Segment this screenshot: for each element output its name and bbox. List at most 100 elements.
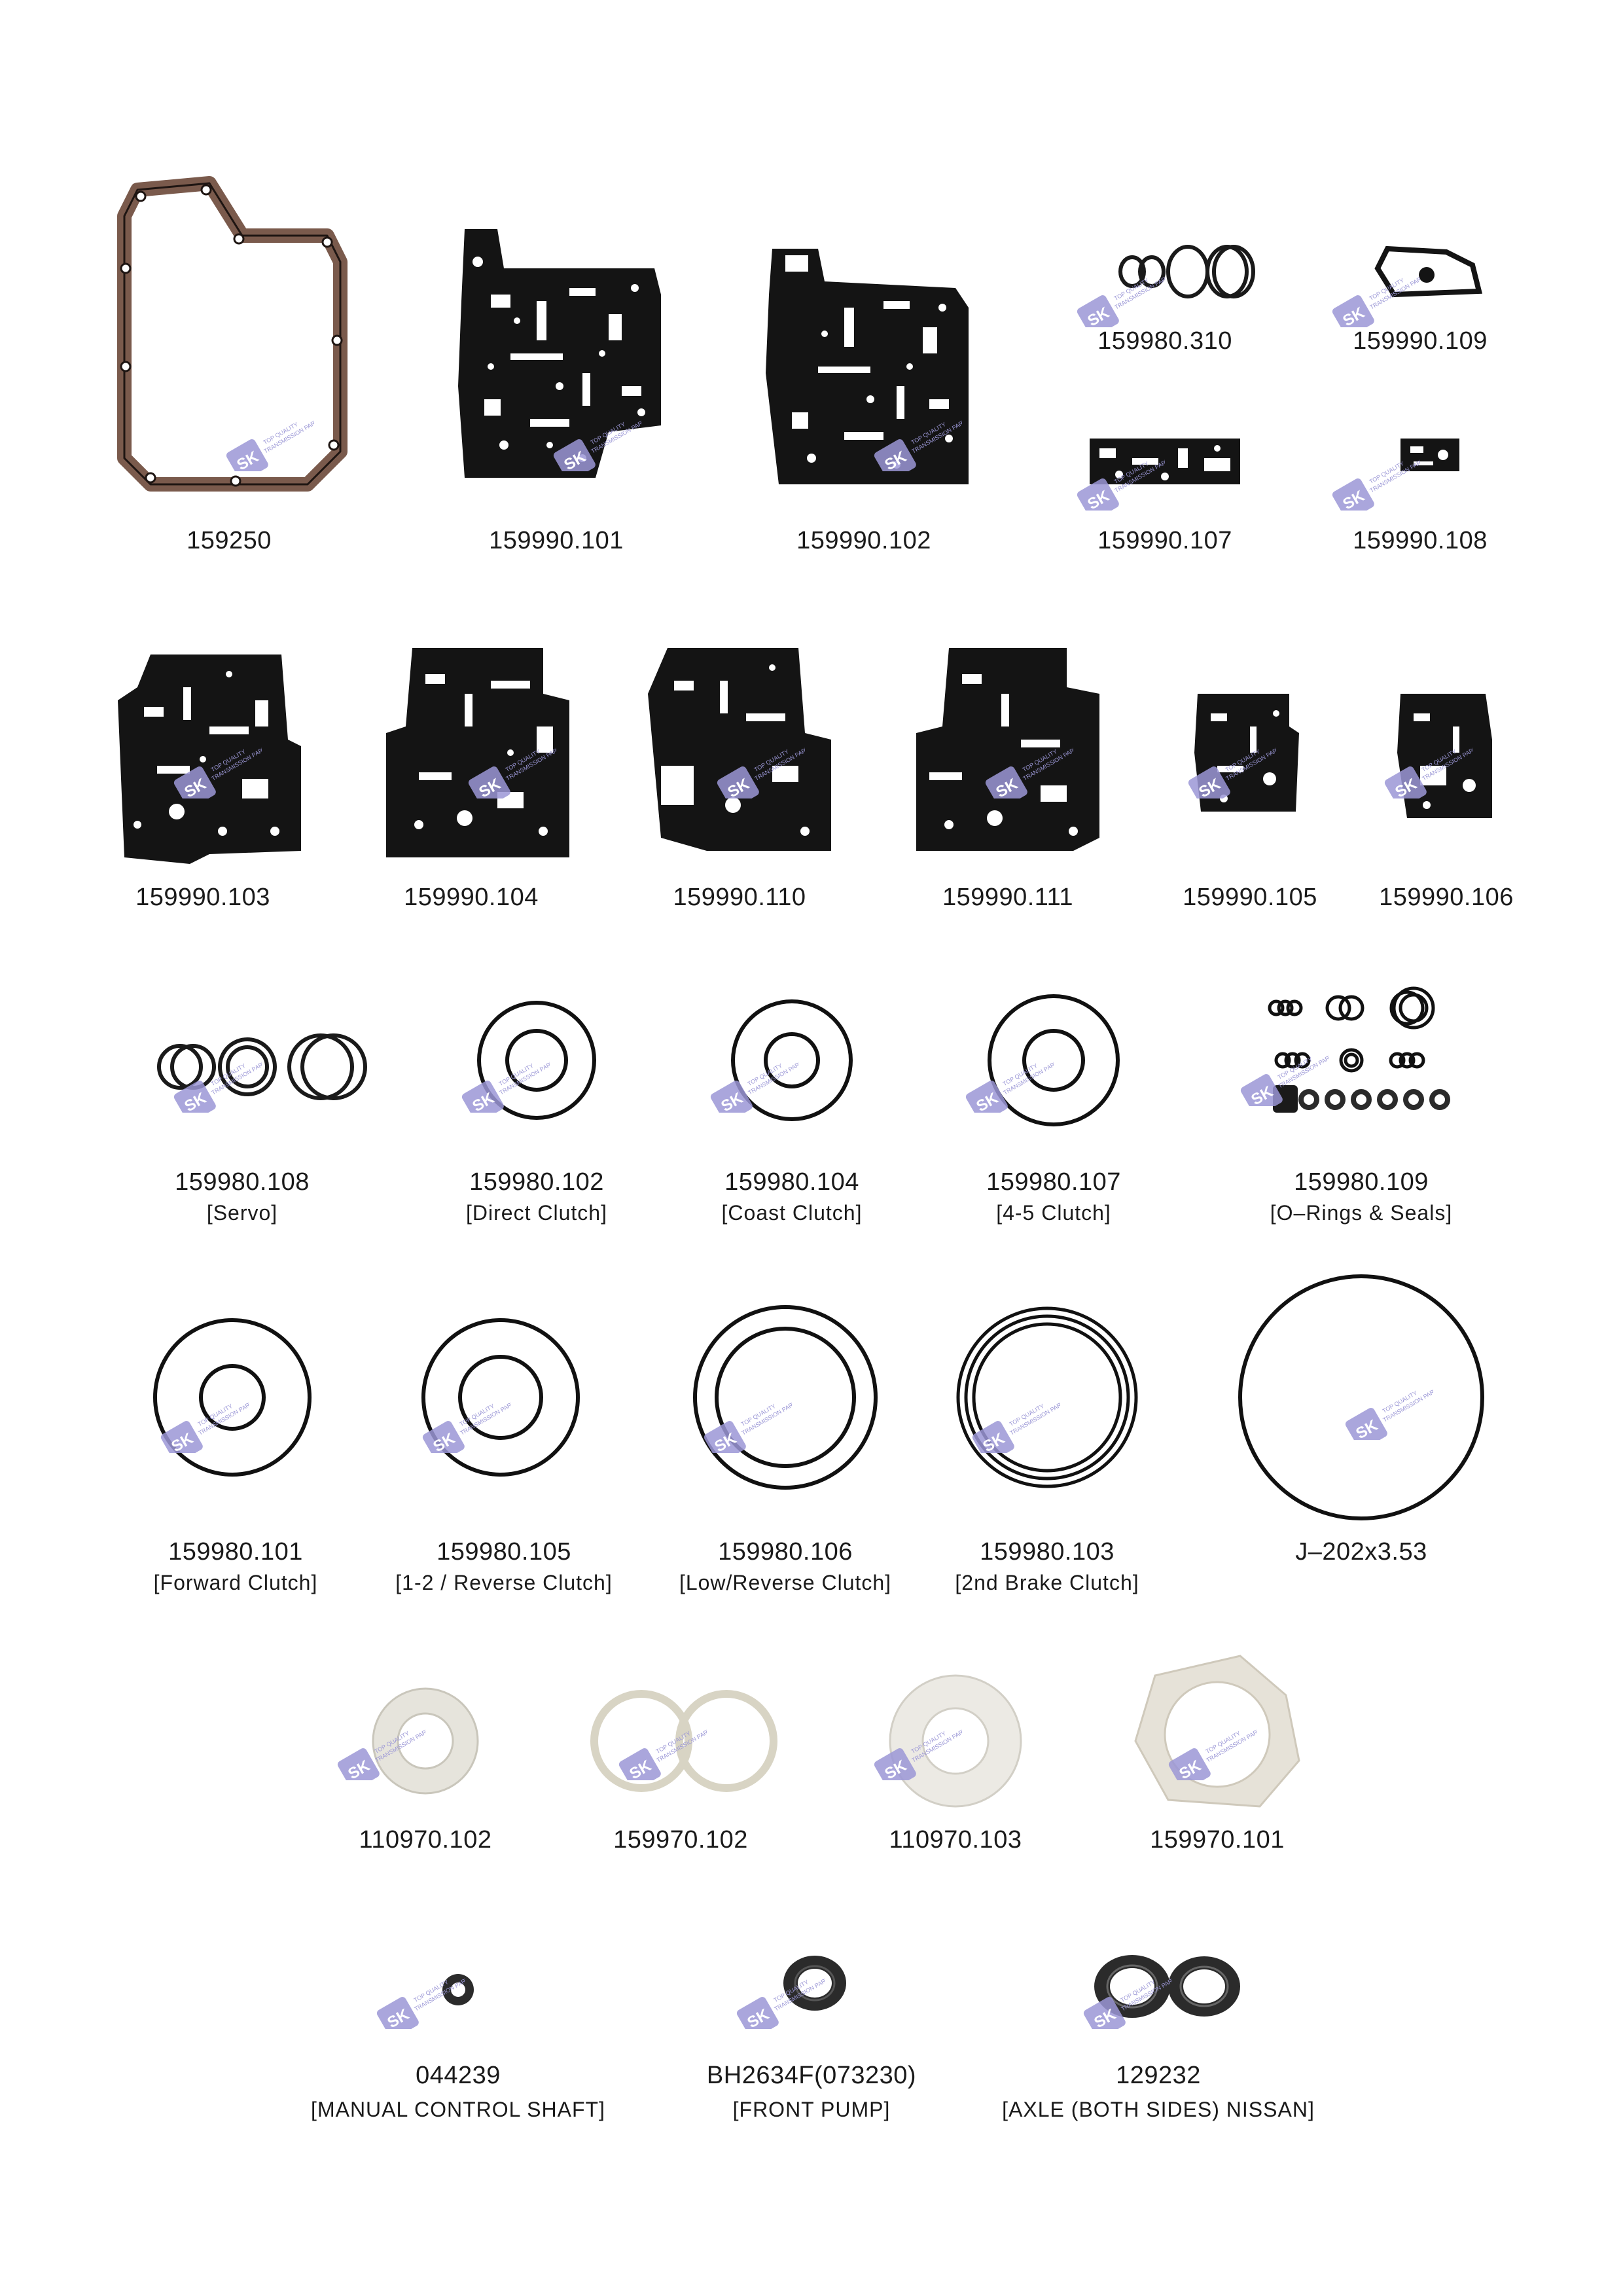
part-code: BH2634F(073230)	[706, 2062, 917, 2089]
o-ring-set-image	[1263, 986, 1459, 1139]
part-description: [MANUAL CONTROL SHAFT]	[311, 2098, 605, 2121]
part-code: 159980.109	[1294, 1168, 1429, 1196]
part-description: [Coast Clutch]	[721, 1201, 863, 1225]
part-159980-310: 159980.310	[1067, 216, 1263, 373]
small-plate-gasket-icon	[1194, 694, 1299, 812]
valve-body-gasket-image	[452, 223, 661, 478]
part-code: 159970.102	[613, 1826, 748, 1854]
part-159980-102: 159980.102 [Direct Clutch]	[432, 982, 641, 1244]
separator-plate-gasket-icon	[118, 655, 301, 864]
part-code: 110970.103	[889, 1826, 1022, 1854]
part-code: 159980.108	[175, 1168, 310, 1196]
thrust-washer-image	[1129, 1649, 1306, 1813]
part-code: 159980.310	[1097, 327, 1232, 355]
part-description: [O–Rings & Seals]	[1270, 1201, 1453, 1225]
part-code: 129232	[1116, 2062, 1201, 2089]
separator-plate-gasket-image	[380, 641, 576, 864]
part-code: 159990.110	[673, 884, 806, 911]
piston-seals-image	[985, 992, 1122, 1129]
separator-plate-gasket-image	[910, 641, 1106, 857]
part-code: 159980.102	[469, 1168, 604, 1196]
oil-seal-image	[438, 1970, 478, 2009]
part-description: [Low/Reverse Clutch]	[679, 1571, 892, 1594]
part-code: 159250	[187, 527, 272, 554]
oil-seals-image	[1086, 1950, 1250, 2022]
part-code: 159980.104	[724, 1168, 859, 1196]
part-159990-108: 159990.108	[1322, 406, 1518, 569]
part-code: 159990.101	[489, 527, 624, 554]
part-159990-109: 159990.109	[1322, 216, 1518, 373]
strip-gasket-image	[1086, 432, 1243, 491]
part-159990-106: 159990.106	[1361, 628, 1531, 929]
thrust-washer-icon	[1134, 1655, 1300, 1808]
part-description: [Direct Clutch]	[466, 1201, 607, 1225]
part-code: 159970.101	[1150, 1826, 1285, 1854]
small-plate-gasket-icon	[1397, 694, 1492, 818]
strip-gasket-icon	[1090, 439, 1240, 484]
o-ring-image	[1234, 1270, 1489, 1525]
part-110970-102: 110970.102	[327, 1662, 524, 1872]
small-gasket-icon	[1400, 439, 1459, 471]
part-code: 159990.102	[796, 527, 931, 554]
part-description: [FRONT PUMP]	[732, 2098, 891, 2121]
part-j-202x3-53: J–202x3.53	[1224, 1270, 1499, 1584]
part-129232: 129232 [AXLE (BOTH SIDES) NISSAN]	[982, 1924, 1335, 2134]
part-code: 159990.104	[404, 884, 539, 911]
small-plate-gasket-image	[1191, 687, 1302, 818]
cork-pan-gasket-icon	[117, 176, 348, 492]
part-159980-103: 159980.103 [2nd Brake Clutch]	[942, 1302, 1152, 1604]
part-code: 159980.107	[986, 1168, 1121, 1196]
part-code: 159980.103	[980, 1538, 1115, 1566]
part-code: 159980.105	[437, 1538, 571, 1566]
small-gasket-image	[1394, 432, 1466, 478]
valve-body-gasket-icon	[766, 249, 969, 484]
piston-seals-image	[955, 1302, 1139, 1492]
thrust-washer-image	[366, 1682, 484, 1800]
part-159990-102: 159990.102	[733, 164, 995, 569]
part-159970-101: 159970.101	[1113, 1649, 1322, 1872]
oil-seal-icon	[442, 1974, 474, 2005]
sealing-rings-icon	[1118, 245, 1255, 298]
part-code: 159980.101	[168, 1538, 303, 1566]
part-159980-101: 159980.101 [Forward Clutch]	[131, 1302, 340, 1604]
part-159980-108: 159980.108 [Servo]	[131, 982, 367, 1244]
part-159990-104: 159990.104	[366, 628, 576, 929]
thrust-washer-image	[883, 1669, 1027, 1813]
piston-seals-icon	[988, 994, 1120, 1126]
part-description: [4-5 Clutch]	[996, 1201, 1111, 1225]
piston-seals-image	[690, 1302, 880, 1492]
piston-seals-image	[726, 995, 857, 1126]
thrust-washers-icon	[590, 1690, 777, 1792]
o-ring-icon	[1238, 1274, 1484, 1520]
part-159980-107: 159980.107 [4-5 Clutch]	[949, 982, 1158, 1244]
piston-seals-icon	[421, 1318, 580, 1477]
small-plate-gasket-image	[1394, 687, 1499, 825]
thrust-washer-icon	[372, 1687, 479, 1795]
part-code: 159990.111	[942, 884, 1074, 911]
thrust-washer-icon	[889, 1674, 1022, 1808]
part-description: [Servo]	[206, 1201, 278, 1225]
piston-seals-icon	[153, 1318, 312, 1477]
part-description: [Forward Clutch]	[153, 1571, 318, 1594]
part-code: 110970.102	[359, 1826, 492, 1854]
piston-seals-image	[471, 995, 602, 1126]
small-gasket-icon	[1374, 245, 1483, 298]
part-code: 159990.107	[1097, 527, 1232, 554]
part-159980-106: 159980.106 [Low/Reverse Clutch]	[661, 1302, 910, 1604]
oil-seal-icon	[783, 1956, 846, 2011]
separator-plate-gasket-image	[641, 641, 838, 857]
part-159990-111: 159990.111	[903, 628, 1113, 929]
small-gasket-image	[1368, 242, 1486, 301]
part-159980-104: 159980.104 [Coast Clutch]	[687, 982, 897, 1244]
part-159980-105: 159980.105 [1-2 / Reverse Clutch]	[386, 1302, 622, 1604]
seal-rings-image	[151, 1028, 367, 1106]
part-159990-110: 159990.110	[635, 628, 844, 929]
separator-plate-gasket-image	[111, 648, 308, 864]
part-044239: 044239 [MANUAL CONTROL SHAFT]	[288, 1924, 628, 2134]
part-159980-109: 159980.109 [O–Rings & Seals]	[1230, 982, 1492, 1244]
valve-body-gasket-image	[759, 242, 969, 484]
piston-seals-icon	[693, 1305, 878, 1490]
piston-seals-image	[419, 1316, 582, 1479]
part-110970-103: 110970.103	[851, 1662, 1060, 1872]
piston-seals-image	[151, 1316, 314, 1479]
